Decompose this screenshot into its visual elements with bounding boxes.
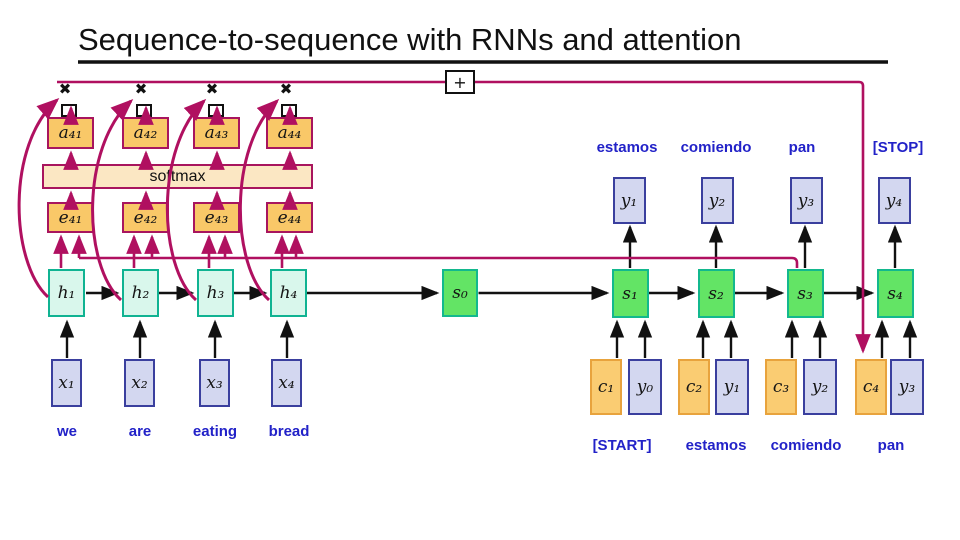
attention-weight-box: a₄₁: [47, 117, 94, 149]
prev-output-box: y₂: [803, 359, 837, 415]
alignment-score-box: e₄₂: [122, 202, 169, 233]
encoder-hidden-box: h₁: [48, 269, 85, 317]
context-vector-box: c₂: [678, 359, 710, 415]
attention-weight-box: a₄₃: [193, 117, 240, 149]
encoder-hidden-box: h₂: [122, 269, 159, 317]
prev-output-box: y₀: [628, 359, 662, 415]
decoder-state-box: s₄: [876, 269, 914, 318]
decoder-input-word-label: [START]: [592, 437, 652, 454]
multiply-icon: ✖: [205, 80, 219, 98]
decoder-output-box: y₃: [789, 177, 823, 224]
weight-to-gate-arrows: [63, 105, 298, 125]
state-feedback-line: [71, 234, 799, 268]
input-word-label: are: [128, 423, 152, 440]
output-word-label: pan: [788, 139, 816, 156]
decoder-input-word-label: comiendo: [770, 437, 842, 454]
softmax-to-weight-arrows: [63, 150, 298, 170]
decoder-output-box: y₄: [877, 177, 911, 224]
decoder-input-word-label: estamos: [685, 437, 747, 454]
slide-title: Sequence-to-sequence with RNNs and atten…: [78, 22, 742, 57]
input-word-label: bread: [268, 423, 310, 440]
context-vector-box: c₃: [765, 359, 797, 415]
input-word-label: we: [56, 423, 78, 440]
sum-node: +: [445, 70, 475, 94]
encoder-input-box: x₄: [271, 359, 302, 407]
multiply-gate-box: [136, 104, 152, 117]
multiply-gate-box: [208, 104, 224, 117]
score-to-softmax-arrows: [63, 190, 298, 210]
hidden-to-score-arrows: [53, 234, 290, 268]
multiply-icon: ✖: [58, 80, 72, 98]
decoder-input-arrows: [609, 319, 918, 358]
decoder-initial-state-box: s₀: [442, 269, 478, 317]
multiply-icon: ✖: [279, 80, 293, 98]
output-word-label: [STOP]: [872, 139, 924, 156]
output-word-label: estamos: [596, 139, 658, 156]
multiply-gate-box: [281, 104, 297, 117]
context-vector-box: c₁: [590, 359, 622, 415]
decoder-output-box: y₂: [700, 177, 734, 224]
encoder-input-box: x₂: [124, 359, 155, 407]
state-to-output-arrows: [622, 224, 903, 268]
decoder-state-box: s₃: [786, 269, 824, 318]
alignment-score-box: e₄₄: [266, 202, 313, 233]
encoder-input-box: x₃: [199, 359, 230, 407]
softmax-bar: softmax: [42, 164, 313, 189]
encoder-input-box: x₁: [51, 359, 82, 407]
multiply-gate-box: [61, 104, 77, 117]
output-word-label: comiendo: [680, 139, 752, 156]
attention-weight-box: a₄₄: [266, 117, 313, 149]
prev-output-box: y₃: [890, 359, 924, 415]
input-to-hidden-arrows: [59, 319, 295, 358]
attention-weight-box: a₄₂: [122, 117, 169, 149]
prev-output-box: y₁: [715, 359, 749, 415]
alignment-score-box: e₄₁: [47, 202, 94, 233]
decoder-state-box: s₂: [697, 269, 735, 318]
decoder-input-word-label: pan: [877, 437, 905, 454]
input-word-label: eating: [192, 423, 238, 440]
multiply-icon: ✖: [134, 80, 148, 98]
context-vector-box: c₄: [855, 359, 887, 415]
alignment-score-box: e₄₃: [193, 202, 240, 233]
decoder-output-box: y₁: [612, 177, 646, 224]
encoder-hidden-box: h₄: [270, 269, 307, 317]
encoder-hidden-box: h₃: [197, 269, 234, 317]
decoder-state-box: s₁: [611, 269, 649, 318]
